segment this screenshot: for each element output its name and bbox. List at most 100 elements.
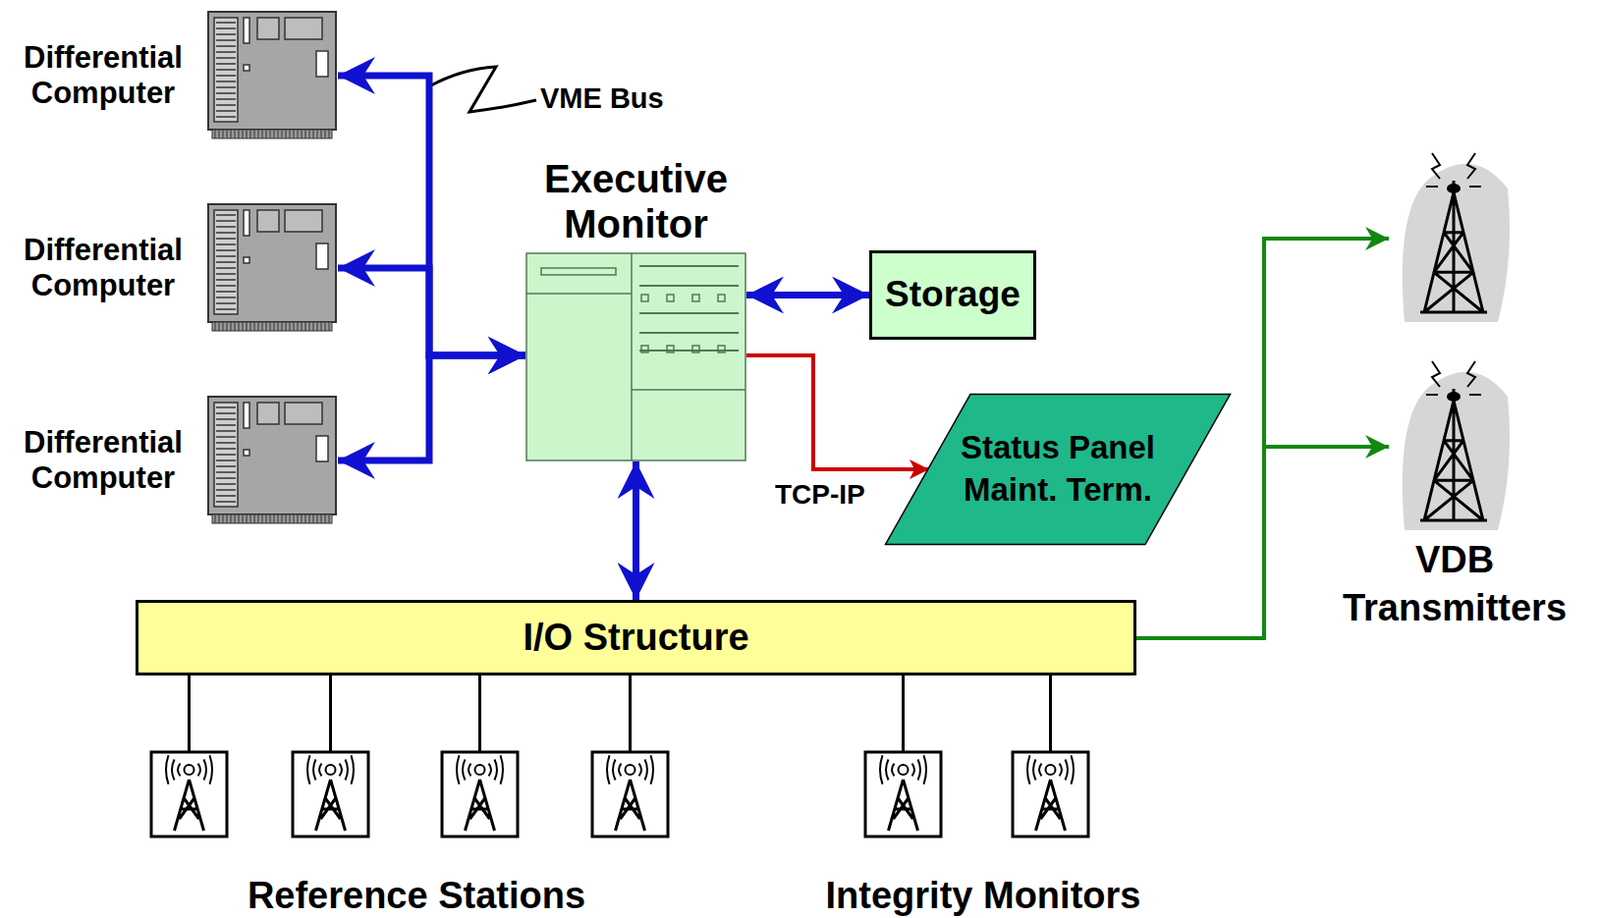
base-tick bbox=[293, 129, 295, 139]
base-tick bbox=[254, 514, 256, 524]
base-tick bbox=[329, 514, 331, 524]
base-tick bbox=[305, 129, 307, 139]
base-tick bbox=[250, 514, 252, 524]
base-tick bbox=[270, 322, 272, 332]
rack-shelf bbox=[526, 292, 632, 295]
vent-slot bbox=[216, 243, 236, 246]
base-tick bbox=[301, 129, 303, 139]
computer-label: Differential Computer bbox=[9, 232, 197, 303]
base-tick bbox=[266, 129, 268, 139]
base-tick bbox=[222, 129, 224, 139]
base-tick bbox=[215, 514, 217, 524]
computer-slot bbox=[243, 210, 250, 236]
station-tower bbox=[888, 779, 919, 831]
base-tick bbox=[274, 322, 276, 332]
station-frame bbox=[592, 752, 668, 837]
io-bus-box: I/O Structure bbox=[135, 600, 1137, 676]
vent-slot bbox=[216, 471, 236, 474]
base-tick bbox=[238, 322, 240, 332]
vent-slot bbox=[216, 308, 236, 311]
base-tick bbox=[309, 129, 311, 139]
computer-icon bbox=[206, 9, 338, 142]
vent-slot bbox=[216, 267, 236, 270]
rack-rail bbox=[639, 331, 739, 334]
computer-label: Differential Computer bbox=[9, 425, 197, 496]
base-tick bbox=[289, 514, 291, 524]
computer-drive bbox=[316, 243, 329, 270]
radio-wave bbox=[606, 755, 654, 784]
base-tick bbox=[254, 129, 256, 139]
base-tick bbox=[289, 322, 291, 332]
radio-wave bbox=[307, 755, 354, 784]
rack-led bbox=[717, 294, 725, 302]
tower-signal bbox=[1426, 361, 1482, 395]
station-frame bbox=[441, 752, 518, 837]
base-tick bbox=[238, 514, 240, 524]
connector-arrow bbox=[746, 291, 870, 299]
base-tick bbox=[297, 129, 299, 139]
radio-wave bbox=[468, 764, 492, 777]
computer-slot bbox=[243, 402, 250, 429]
computer-led bbox=[243, 257, 250, 264]
computer-led bbox=[243, 449, 250, 456]
base-tick bbox=[305, 514, 307, 524]
vent-slot bbox=[216, 500, 236, 503]
base-tick bbox=[234, 514, 236, 524]
connector-arrow bbox=[337, 75, 526, 356]
vent-slot bbox=[216, 39, 236, 42]
vent-slot bbox=[216, 68, 236, 71]
base-tick bbox=[297, 514, 299, 524]
terminal-label: Status Panel Maint. Term. bbox=[942, 427, 1174, 512]
radio-wave bbox=[885, 760, 921, 781]
group-label: Integrity Monitors bbox=[786, 872, 1180, 918]
tower-signal bbox=[1426, 153, 1482, 187]
monitor-node: Executive Monitor bbox=[525, 156, 747, 462]
cabinet-drawing bbox=[525, 252, 747, 462]
base-tick bbox=[234, 322, 236, 332]
computer-base bbox=[212, 514, 332, 524]
base-tick bbox=[317, 129, 319, 139]
base-tick bbox=[222, 514, 224, 524]
base-tick bbox=[242, 129, 244, 139]
vent-slot bbox=[216, 290, 236, 293]
base-tick bbox=[258, 514, 260, 524]
rack-led bbox=[692, 294, 700, 302]
base-tick bbox=[285, 514, 287, 524]
base-tick bbox=[321, 514, 323, 524]
computer-vent bbox=[214, 402, 238, 507]
label-holder: Differential Computer bbox=[9, 394, 197, 527]
computer-drive bbox=[316, 436, 329, 462]
tower-beacon bbox=[1446, 391, 1461, 402]
base-tick bbox=[274, 514, 276, 524]
radio-wave bbox=[319, 764, 342, 777]
station-tower bbox=[174, 779, 205, 831]
radio-wave bbox=[165, 755, 213, 784]
vent-slot bbox=[216, 302, 236, 305]
base-tick bbox=[246, 322, 248, 332]
rack-led bbox=[641, 345, 649, 353]
base-tick bbox=[226, 514, 228, 524]
vent-slot bbox=[216, 459, 236, 462]
computer-led bbox=[243, 64, 250, 71]
base-tick bbox=[266, 322, 268, 332]
base-tick bbox=[321, 129, 323, 139]
bus-label: VME Bus bbox=[540, 80, 664, 118]
base-tick bbox=[313, 322, 315, 332]
computer-icon bbox=[206, 202, 338, 334]
base-tick bbox=[242, 514, 244, 524]
vent-slot bbox=[216, 110, 236, 112]
computer-icon bbox=[206, 394, 338, 527]
base-tick bbox=[285, 322, 287, 332]
vent-slot bbox=[216, 424, 236, 427]
tower-lattice bbox=[1420, 180, 1488, 313]
base-tick bbox=[293, 322, 295, 332]
vent-slot bbox=[216, 45, 236, 48]
rack-led bbox=[641, 294, 649, 302]
computer-node: Differential Computer bbox=[9, 394, 338, 527]
base-tick bbox=[254, 322, 256, 332]
base-tick bbox=[215, 129, 217, 139]
vent-slot bbox=[216, 220, 236, 222]
base-tick bbox=[262, 129, 264, 139]
vent-slot bbox=[216, 214, 236, 217]
vent-slot bbox=[216, 430, 236, 433]
